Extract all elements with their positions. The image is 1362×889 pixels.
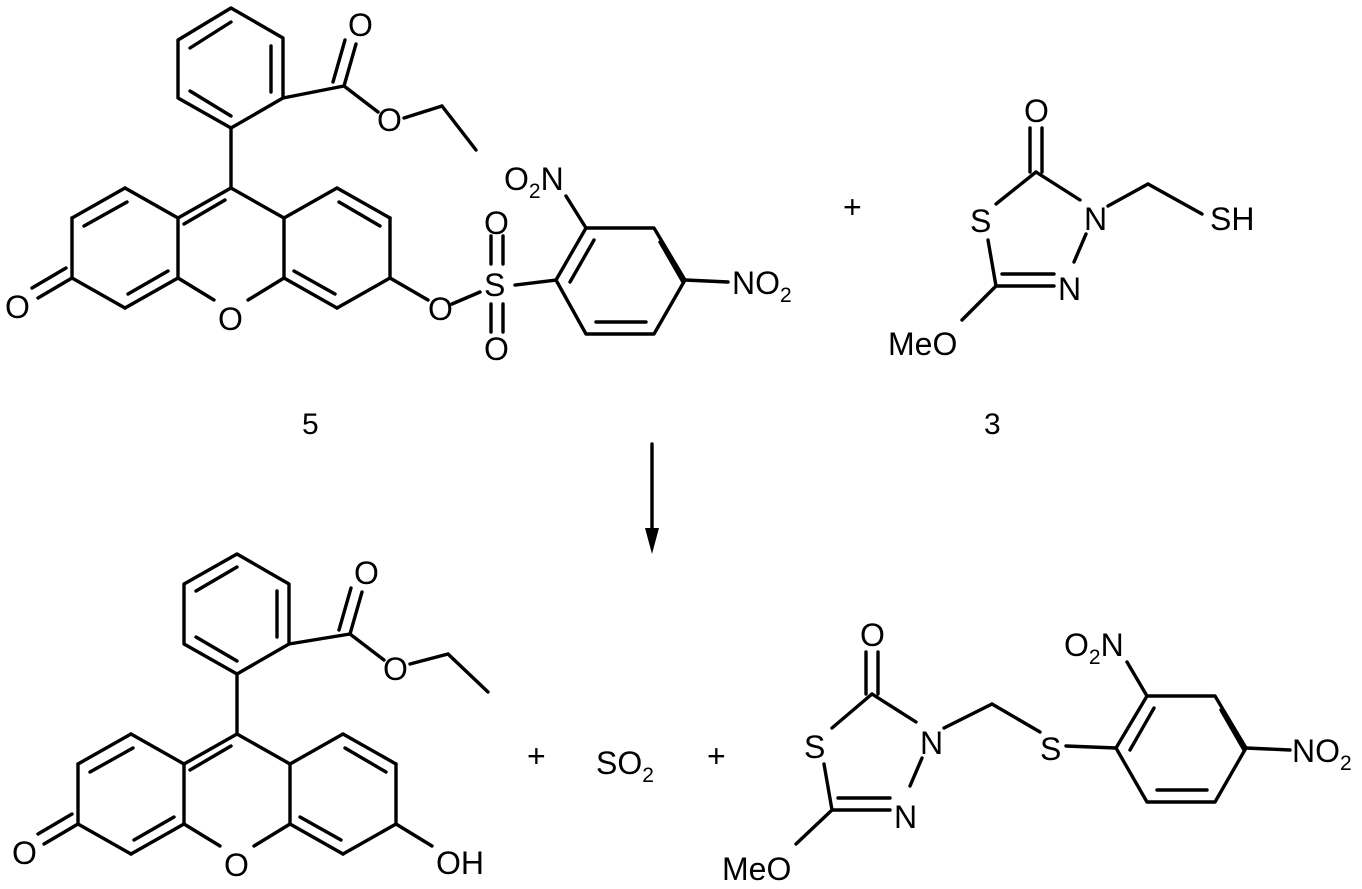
product-thiadiazole-s: S (804, 729, 825, 765)
reaction-arrow (645, 442, 659, 554)
product-para-nitro-group: NO2 (1292, 733, 1352, 775)
thiadiazolone-carbonyl-o: O (1024, 93, 1049, 129)
product-fluorescein-structure (36, 552, 490, 856)
product-thiadiazole-n4: N (920, 725, 943, 761)
thiadiazole-n4: N (1084, 201, 1107, 237)
product-thiadiazole-n3: N (894, 799, 917, 835)
plus-sign-bottom-1: + (527, 738, 546, 774)
thiadiazole-n3: N (1058, 271, 1081, 307)
ester-carbonyl-o: O (348, 7, 373, 43)
product-thiadiazolone-carbonyl-o: O (860, 617, 885, 653)
xanthene-carbonyl-o: O (5, 289, 30, 325)
product-carbonyl-o: O (12, 835, 37, 871)
ester-o: O (377, 102, 402, 138)
plus-sign-top: + (843, 189, 862, 225)
product-ester-carbonyl-o: O (354, 555, 379, 591)
product-thioether-structure (794, 650, 1292, 846)
methoxy-meo: MeO (888, 326, 957, 362)
thiadiazole-s: S (970, 203, 991, 239)
product-thioether-atom-labels: O S N N S MeO O2N NO2 (722, 617, 1352, 887)
para-nitro-group: NO2 (732, 265, 792, 307)
product-methoxy-meo: MeO (722, 851, 791, 887)
thiol-sh: SH (1210, 201, 1254, 237)
sulfonyl-o-bottom: O (484, 331, 509, 367)
sulfonyl-o-top: O (484, 205, 509, 241)
product-ortho-nitro-group: O2N (1064, 627, 1124, 669)
plus-sign-bottom-2: + (707, 738, 726, 774)
sulfonyl-s: S (484, 267, 505, 303)
compound-5-label: 5 (302, 408, 319, 441)
sulfonate-o: O (428, 291, 453, 327)
xanthene-bridge-o: O (218, 301, 243, 337)
product-hydroxyl-oh: OH (436, 845, 484, 881)
compound-3-atom-labels: O S N N SH MeO (888, 93, 1254, 362)
compound-3-label: 3 (984, 408, 1001, 441)
product-fluorescein-atom-labels: O O O O OH (12, 555, 484, 883)
sulfur-dioxide: SO2 (596, 745, 654, 787)
product-bridge-o: O (224, 847, 249, 883)
product-ester-o: O (383, 651, 408, 687)
compound-5-structure (30, 6, 730, 336)
ortho-nitro-group: O2N (504, 161, 564, 203)
product-thioether-s: S (1040, 731, 1061, 767)
compound-5-atom-labels: O O O O O S O O O2N NO2 (5, 7, 792, 367)
compound-3-structure (960, 126, 1204, 322)
